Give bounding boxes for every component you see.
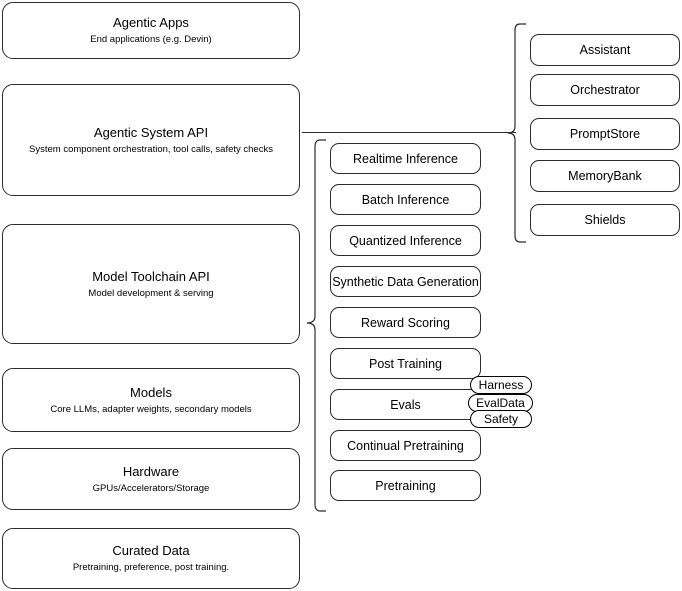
badge-label: Harness xyxy=(478,378,524,392)
component-label: Batch Inference xyxy=(361,192,450,207)
component-label: Pretraining xyxy=(375,478,436,493)
component-box-quantized-inference[interactable]: Quantized Inference xyxy=(330,225,481,256)
component-label: Synthetic Data Generation xyxy=(332,274,479,289)
component-box-realtime-inference[interactable]: Realtime Inference xyxy=(330,143,481,174)
component-label: Continual Pretraining xyxy=(347,438,464,453)
component-box-memorybank[interactable]: MemoryBank xyxy=(530,160,680,192)
layer-subtitle: Core LLMs, adapter weights, secondary mo… xyxy=(50,403,252,415)
component-box-pretraining[interactable]: Pretraining xyxy=(330,470,481,501)
connector-system-api-to-components xyxy=(302,132,516,133)
component-label: Evals xyxy=(390,397,421,412)
component-label: MemoryBank xyxy=(568,169,642,183)
layer-title: Models xyxy=(130,384,172,400)
component-box-post-training[interactable]: Post Training xyxy=(330,348,481,379)
component-box-continual-pretraining[interactable]: Continual Pretraining xyxy=(330,430,481,461)
component-box-evals[interactable]: Evals xyxy=(330,389,481,420)
component-box-reward-scoring[interactable]: Reward Scoring xyxy=(330,307,481,338)
layer-box-model-toolchain-api[interactable]: Model Toolchain API Model development & … xyxy=(2,224,300,344)
component-label: Shields xyxy=(584,213,626,227)
badge-harness[interactable]: Harness xyxy=(470,376,532,394)
layer-title: Model Toolchain API xyxy=(92,268,210,284)
layer-subtitle: GPUs/Accelerators/Storage xyxy=(92,482,210,494)
component-box-promptstore[interactable]: PromptStore xyxy=(530,118,680,150)
component-label: Reward Scoring xyxy=(361,315,450,330)
layer-box-models[interactable]: Models Core LLMs, adapter weights, secon… xyxy=(2,368,300,432)
layer-subtitle: Pretraining, preference, post training. xyxy=(72,562,230,573)
layer-box-curated-data[interactable]: Curated Data Pretraining, preference, po… xyxy=(2,528,300,589)
layer-title: Curated Data xyxy=(112,543,190,558)
layer-title: Hardware xyxy=(122,463,180,479)
component-label: Realtime Inference xyxy=(353,151,458,166)
layer-box-agentic-system-api[interactable]: Agentic System API System component orch… xyxy=(2,84,300,196)
component-box-assistant[interactable]: Assistant xyxy=(530,34,680,66)
layer-subtitle: End applications (e.g. Devin) xyxy=(90,34,212,45)
component-label: Orchestrator xyxy=(570,83,640,97)
component-box-batch-inference[interactable]: Batch Inference xyxy=(330,184,481,215)
component-label: Quantized Inference xyxy=(349,233,462,248)
brace-system-components xyxy=(507,23,526,243)
component-label: Post Training xyxy=(369,356,442,371)
layer-box-agentic-apps[interactable]: Agentic Apps End applications (e.g. Devi… xyxy=(2,2,300,59)
component-label: Assistant xyxy=(579,43,631,57)
component-box-orchestrator[interactable]: Orchestrator xyxy=(530,74,680,106)
layer-subtitle: Model development & serving xyxy=(88,287,214,299)
badge-label: Safety xyxy=(483,412,519,426)
component-box-shields[interactable]: Shields xyxy=(530,204,680,236)
component-label: PromptStore xyxy=(569,127,641,141)
layer-title: Agentic Apps xyxy=(113,15,189,30)
component-box-synthetic-data-generation[interactable]: Synthetic Data Generation xyxy=(330,266,481,297)
badge-label: EvalData xyxy=(476,396,525,410)
layer-box-hardware[interactable]: Hardware GPUs/Accelerators/Storage xyxy=(2,448,300,510)
layer-title: Agentic System API xyxy=(93,124,209,140)
brace-toolchain-components xyxy=(306,139,326,512)
badge-safety[interactable]: Safety xyxy=(470,410,532,428)
layer-subtitle: System component orchestration, tool cal… xyxy=(29,143,273,155)
